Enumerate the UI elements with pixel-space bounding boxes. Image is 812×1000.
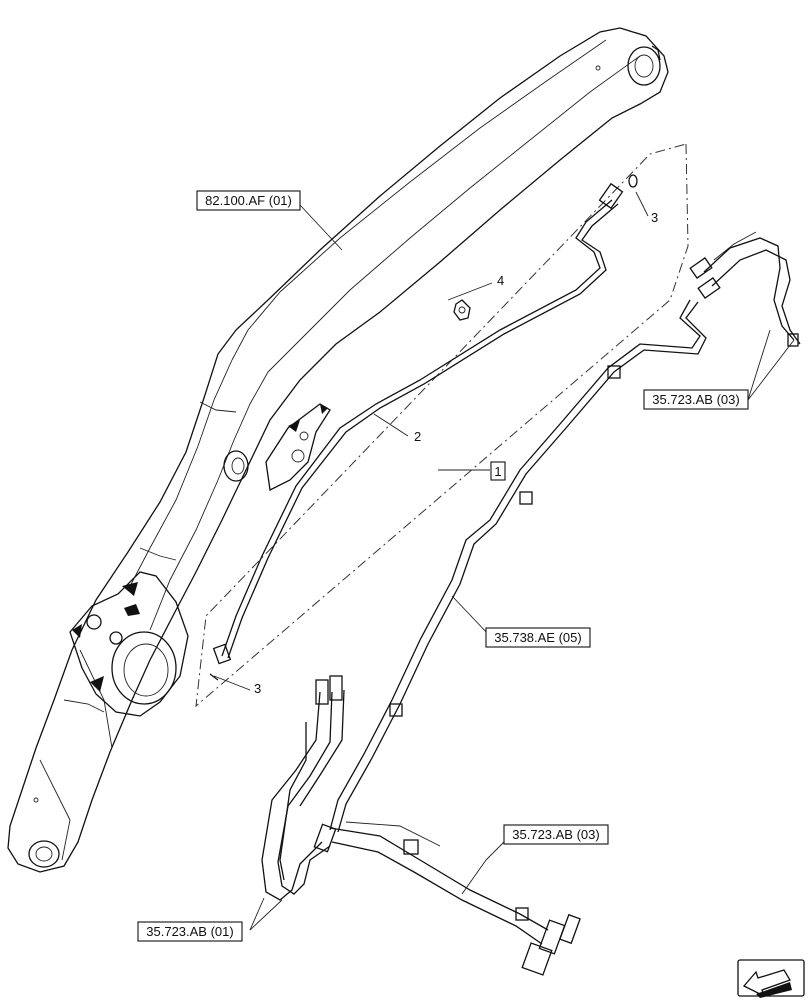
ref-boom[interactable]: 82.100.AF (01) [196,190,301,211]
callout-clamp[interactable]: 4 [497,273,504,288]
ref-hoses-bottom-right[interactable]: 35.723.AB (03) [503,824,609,845]
svg-text:35.723.AB (01): 35.723.AB (01) [146,924,233,939]
hoses-top-right[interactable] [689,231,801,347]
svg-text:35.723.AB (03): 35.723.AB (03) [512,827,599,842]
o-ring-top[interactable] [628,174,638,188]
o-ring-bottom[interactable] [209,673,219,681]
hoses-bottom-right[interactable] [329,821,581,976]
hoses-bottom-left[interactable] [261,675,345,901]
kit-outline [195,143,689,708]
callout-pipe[interactable]: 2 [414,429,421,444]
callout-kit[interactable]: 1 [490,461,506,481]
svg-text:82.100.AF (01): 82.100.AF (01) [205,193,292,208]
ref-long-pipe[interactable]: 35.738.AE (05) [485,627,591,648]
previous-page-arrow-icon[interactable] [737,959,805,998]
ref-hoses-bottom-left[interactable]: 35.723.AB (01) [137,921,243,942]
ref-hoses-top-right[interactable]: 35.723.AB (03) [643,389,749,410]
long-hydraulic-pipe[interactable] [329,299,707,833]
svg-text:1: 1 [494,464,501,479]
steel-pipe[interactable] [212,182,624,665]
callout-seal-bottom[interactable]: 3 [254,681,261,696]
svg-text:35.723.AB (03): 35.723.AB (03) [652,392,739,407]
pipe-clamp[interactable] [453,299,471,321]
callout-seal-top[interactable]: 3 [651,210,658,225]
boom-arm [7,27,669,873]
leader-lines [213,191,795,931]
svg-text:35.738.AE (05): 35.738.AE (05) [494,630,581,645]
